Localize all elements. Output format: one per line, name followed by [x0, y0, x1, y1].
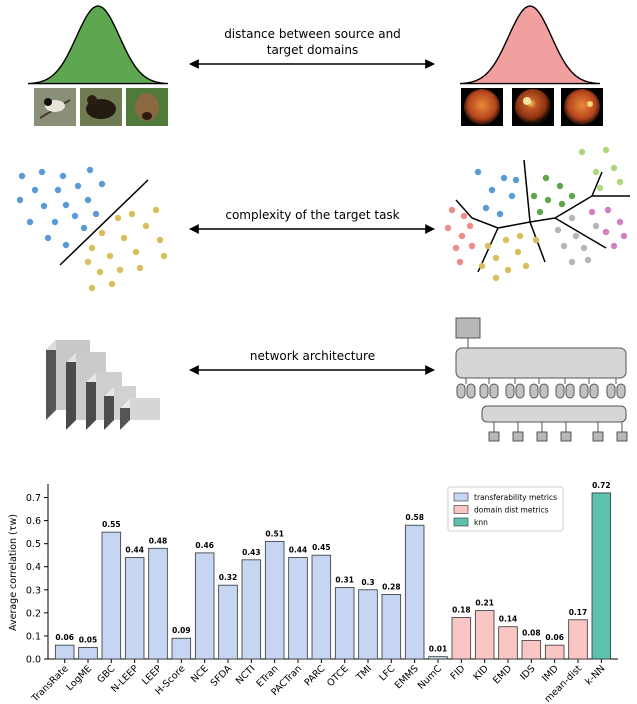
transformer-architecture-icon: [455, 317, 628, 442]
bar-imd: [544, 644, 565, 660]
bar-value-label: 0.28: [382, 582, 401, 591]
bar-kid: [474, 610, 495, 660]
legend-entry: transferability metrics: [474, 493, 557, 502]
bar-ids: [521, 640, 542, 660]
x-tick-label: TMI: [354, 663, 374, 683]
x-tick-label: PARC: [302, 663, 327, 688]
binary-classification-scatter: [16, 166, 168, 292]
bar-mean-dist: [568, 619, 588, 660]
architecture-label: network architecture: [249, 349, 376, 363]
bar-sfda: [218, 584, 238, 660]
bar-otce: [334, 587, 355, 660]
x-tick-label: KID: [471, 663, 490, 682]
x-tick-label: NumC: [416, 663, 445, 692]
x-tick-label: EMMS: [393, 663, 421, 691]
bar-value-label: 0.58: [405, 513, 424, 522]
complexity-label: complexity of the target task: [225, 208, 400, 222]
bar-pactran: [288, 557, 308, 660]
bar-value-label: 0.17: [569, 608, 588, 617]
bar-n-leep: [124, 557, 145, 660]
bar-ncti: [241, 559, 262, 660]
bar-parc: [311, 554, 332, 660]
bar-value-label: 0.51: [265, 529, 284, 538]
bar-emms: [404, 524, 425, 660]
y-tick-label: 0.4: [26, 562, 41, 573]
bar-transrate: [54, 644, 75, 660]
legend-entry: domain dist metrics: [474, 506, 549, 515]
bar-value-label: 0.09: [172, 626, 191, 635]
bar-value-label: 0.43: [242, 548, 261, 557]
multiclass-scatter: [444, 146, 630, 282]
y-tick-label: 0.1: [26, 631, 41, 642]
bar-etran: [264, 540, 285, 660]
legend-entry: knn: [474, 518, 488, 527]
bar-value-label: 0.06: [545, 633, 564, 642]
bar-logme: [78, 647, 98, 660]
bar-value-label: 0.48: [149, 536, 168, 545]
x-tick-label: EMD: [491, 663, 514, 686]
y-tick-label: 0.0: [26, 655, 41, 666]
bar-gbc: [101, 531, 122, 660]
source-domain-gaussian: [27, 5, 169, 85]
x-tick-label: NCE: [189, 663, 211, 685]
legend-swatch: [453, 492, 469, 502]
x-tick-label: TransRate: [29, 663, 71, 704]
bar-lfc: [381, 594, 402, 660]
bar-value-label: 0.44: [289, 546, 308, 555]
x-tick-label: LogME: [64, 663, 94, 693]
x-tick-label: FID: [449, 663, 468, 682]
source-domain-images: [34, 88, 168, 126]
bar-value-label: 0.05: [79, 635, 98, 644]
bar-value-label: 0.06: [55, 633, 74, 642]
distance-label: distance between source and target domai…: [200, 26, 425, 58]
distance-label-line2: target domains: [266, 43, 359, 57]
x-tick-label: IDS: [518, 663, 537, 682]
legend-swatch: [453, 505, 469, 514]
bar-value-label: 0.01: [429, 645, 448, 654]
y-tick-label: 0.2: [26, 608, 41, 619]
illustration: [16, 5, 630, 442]
bar-value-label: 0.32: [219, 573, 238, 582]
y-tick-label: 0.7: [26, 493, 41, 504]
bar-fid: [451, 617, 472, 660]
bar-value-label: 0.3: [361, 578, 374, 587]
bar-value-label: 0.45: [312, 543, 331, 552]
bar-k-nn: [591, 492, 612, 660]
bar-leep: [148, 547, 168, 660]
x-tick-label: SFDA: [209, 663, 235, 689]
bar-value-label: 0.46: [195, 541, 214, 550]
y-tick-label: 0.3: [26, 585, 41, 596]
x-tick-label: k-NN: [583, 663, 607, 687]
y-axis-label: Average correlation (τw): [8, 514, 19, 631]
y-tick-label: 0.6: [26, 516, 41, 527]
bar-emd: [498, 626, 518, 660]
legend-box: [447, 486, 564, 532]
bar-value-label: 0.18: [452, 605, 471, 614]
bar-nce: [194, 552, 215, 660]
x-tick-label: OTCE: [325, 663, 351, 689]
bar-value-label: 0.08: [522, 629, 541, 638]
bar-value-label: 0.55: [102, 520, 121, 529]
bar-tmi: [358, 589, 378, 660]
bar-value-label: 0.31: [335, 575, 354, 584]
cnn-architecture-icon: [46, 340, 160, 430]
bar-value-label: 0.21: [475, 599, 494, 608]
bar-numc: [428, 656, 448, 660]
target-domain-gaussian: [459, 5, 601, 85]
bar-value-label: 0.14: [499, 615, 518, 624]
bar-value-label: 0.44: [125, 546, 144, 555]
target-domain-images: [461, 88, 603, 126]
chart-legend: transferability metrics domain dist metri…: [447, 486, 564, 532]
y-tick-label: 0.5: [26, 539, 41, 550]
distance-label-line1: distance between source and: [224, 27, 401, 41]
legend-swatch: [453, 517, 469, 527]
bar-value-label: 0.72: [592, 481, 611, 490]
x-tick-label: NCTI: [234, 663, 258, 687]
bar-h-score: [171, 637, 192, 660]
